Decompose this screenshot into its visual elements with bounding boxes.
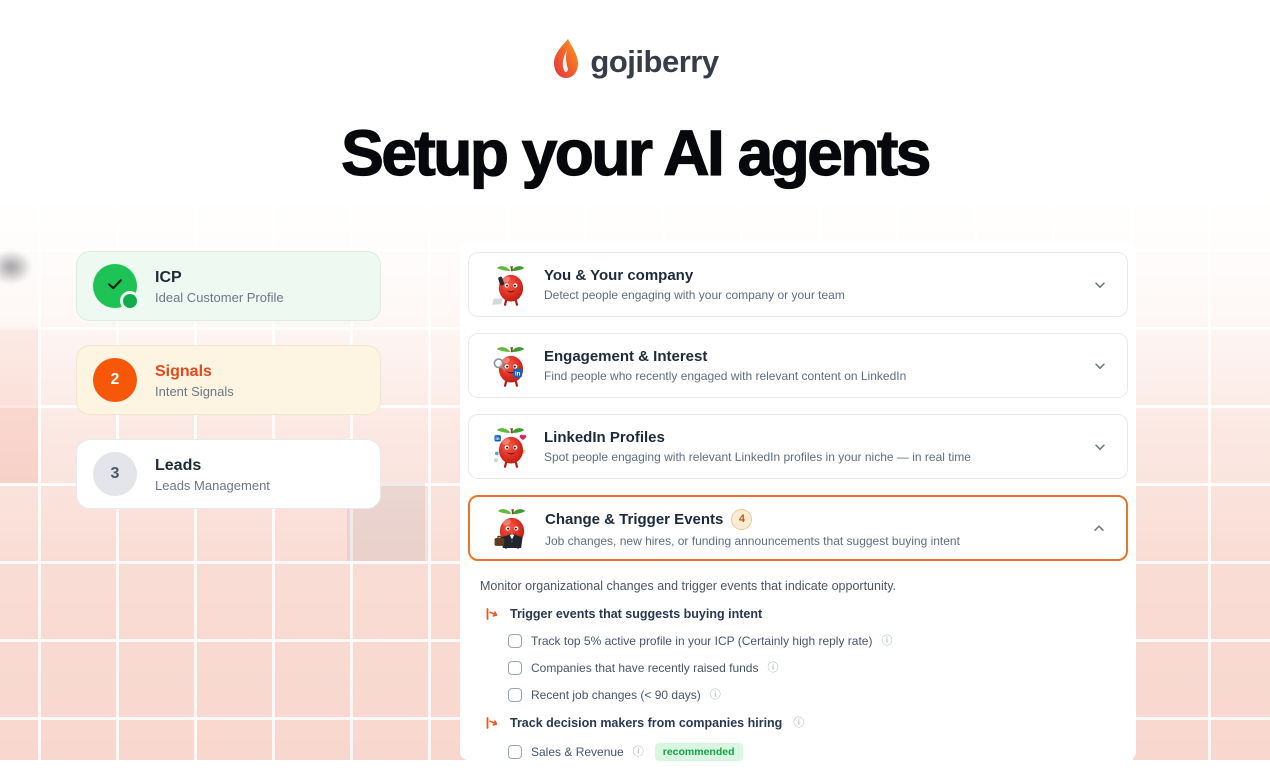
info-icon[interactable]: ⓘ [632,745,644,758]
agent-subtitle: Spot people engaging with relevant Linke… [544,450,971,464]
signal-option-row: Sales & Revenue ⓘ recommended [508,743,1110,761]
agent-count-badge: 4 [731,508,753,530]
signal-option-row: Recent job changes (< 90 days) ⓘ [508,688,1110,702]
signal-option-label: Sales & Revenue [531,745,624,759]
svg-text:in: in [515,371,521,377]
arrow-from-bar-icon [485,607,499,621]
step-texts: Signals Intent Signals [155,362,234,399]
step-marker: 3 [93,452,137,496]
step-subtitle: Leads Management [155,477,270,493]
checkbox[interactable] [508,661,522,675]
background-accent-cell [0,405,38,483]
agent-title: You & Your company [544,267,694,284]
page-title: Setup your AI agents [340,116,932,189]
background-smudge [0,250,32,284]
agent-title: LinkedIn Profiles [544,429,665,446]
logo: gojiberry [0,38,1270,85]
svg-text:in: in [496,436,500,441]
agent-accordion-header[interactable]: in LinkedIn Profiles Spot people engagin… [468,414,1128,479]
recommended-badge: recommended [654,743,743,761]
step-texts: Leads Leads Management [155,456,270,493]
background-accent-cell [0,327,38,405]
signal-group-label: Trigger events that suggests buying inte… [510,607,763,621]
chevron-down-icon[interactable] [1093,278,1107,292]
agent-accordion-header[interactable]: Change & Trigger Events 4 Job changes, n… [468,495,1128,561]
expanded-intro-text: Monitor organizational changes and trigg… [480,579,896,593]
info-icon[interactable]: ⓘ [767,661,779,674]
checkbox[interactable] [508,745,522,759]
logo-wordmark: gojiberry [590,43,719,79]
step-title: Leads [155,456,202,474]
berry-search-mascot-icon: in [489,344,533,388]
chevron-up-icon[interactable] [1092,521,1106,535]
step-subtitle: Ideal Customer Profile [155,289,284,305]
step-marker [93,264,140,311]
agent-texts: Engagement & Interest Find people who re… [544,348,906,383]
step-marker: 2 [93,358,137,402]
chevron-down-icon[interactable] [1093,440,1107,454]
step-item-leads[interactable]: 3 Leads Leads Management [76,439,381,509]
chevron-down-icon[interactable] [1093,359,1107,373]
info-icon[interactable]: ⓘ [881,634,893,647]
agent-accordion-header[interactable]: You & Your company Detect people engagin… [468,252,1128,317]
signal-option-label: Track top 5% active profile in your ICP … [531,634,873,648]
step-item-signals[interactable]: 2 Signals Intent Signals [76,345,381,415]
agent-texts: LinkedIn Profiles Spot people engaging w… [544,429,971,464]
berry-social-mascot-icon: in [489,425,533,469]
signal-group: Trigger events that suggests buying inte… [480,607,1110,702]
signal-group: Track decision makers from companies hir… [480,716,1110,761]
flame-logo-icon [551,38,581,85]
info-icon[interactable]: ⓘ [709,688,721,701]
agent-texts: You & Your company Detect people engagin… [544,267,845,302]
agent-title: Engagement & Interest [544,348,708,365]
agent-accordion: You & Your company Detect people engagin… [468,252,1128,775]
step-texts: ICP Ideal Customer Profile [155,268,284,305]
checkbox[interactable] [508,634,522,648]
signal-group-label: Track decision makers from companies hir… [510,716,783,730]
signal-option-row: Companies that have recently raised fund… [508,661,1110,675]
agent-expanded-body: Monitor organizational changes and trigg… [468,561,1128,775]
signal-option-label: Recent job changes (< 90 days) [531,688,701,702]
agent-subtitle: Find people who recently engaged with re… [544,369,907,383]
signal-option-label: Companies that have recently raised fund… [531,661,759,675]
berry-suit-mascot-icon [490,506,534,550]
berry-phone-mascot-icon [489,263,533,307]
agent-subtitle: Detect people engaging with your company… [544,288,845,302]
step-title: ICP [155,268,182,286]
agent-subtitle: Job changes, new hires, or funding annou… [545,533,960,548]
check-icon [105,274,125,299]
info-icon[interactable]: ⓘ [793,716,805,729]
agent-texts: Change & Trigger Events 4 Job changes, n… [545,508,960,548]
step-title: Signals [155,362,212,380]
arrow-from-bar-icon [485,716,499,730]
signal-option-row: Track top 5% active profile in your ICP … [508,634,1110,648]
step-item-icp[interactable]: ICP Ideal Customer Profile [76,251,381,321]
agent-title: Change & Trigger Events [545,510,724,528]
checkbox[interactable] [508,688,522,702]
step-subtitle: Intent Signals [155,383,234,399]
setup-steps: ICP Ideal Customer Profile 2 Signals Int… [76,251,381,533]
agent-accordion-header[interactable]: in Engagement & Interest Find people who… [468,333,1128,398]
